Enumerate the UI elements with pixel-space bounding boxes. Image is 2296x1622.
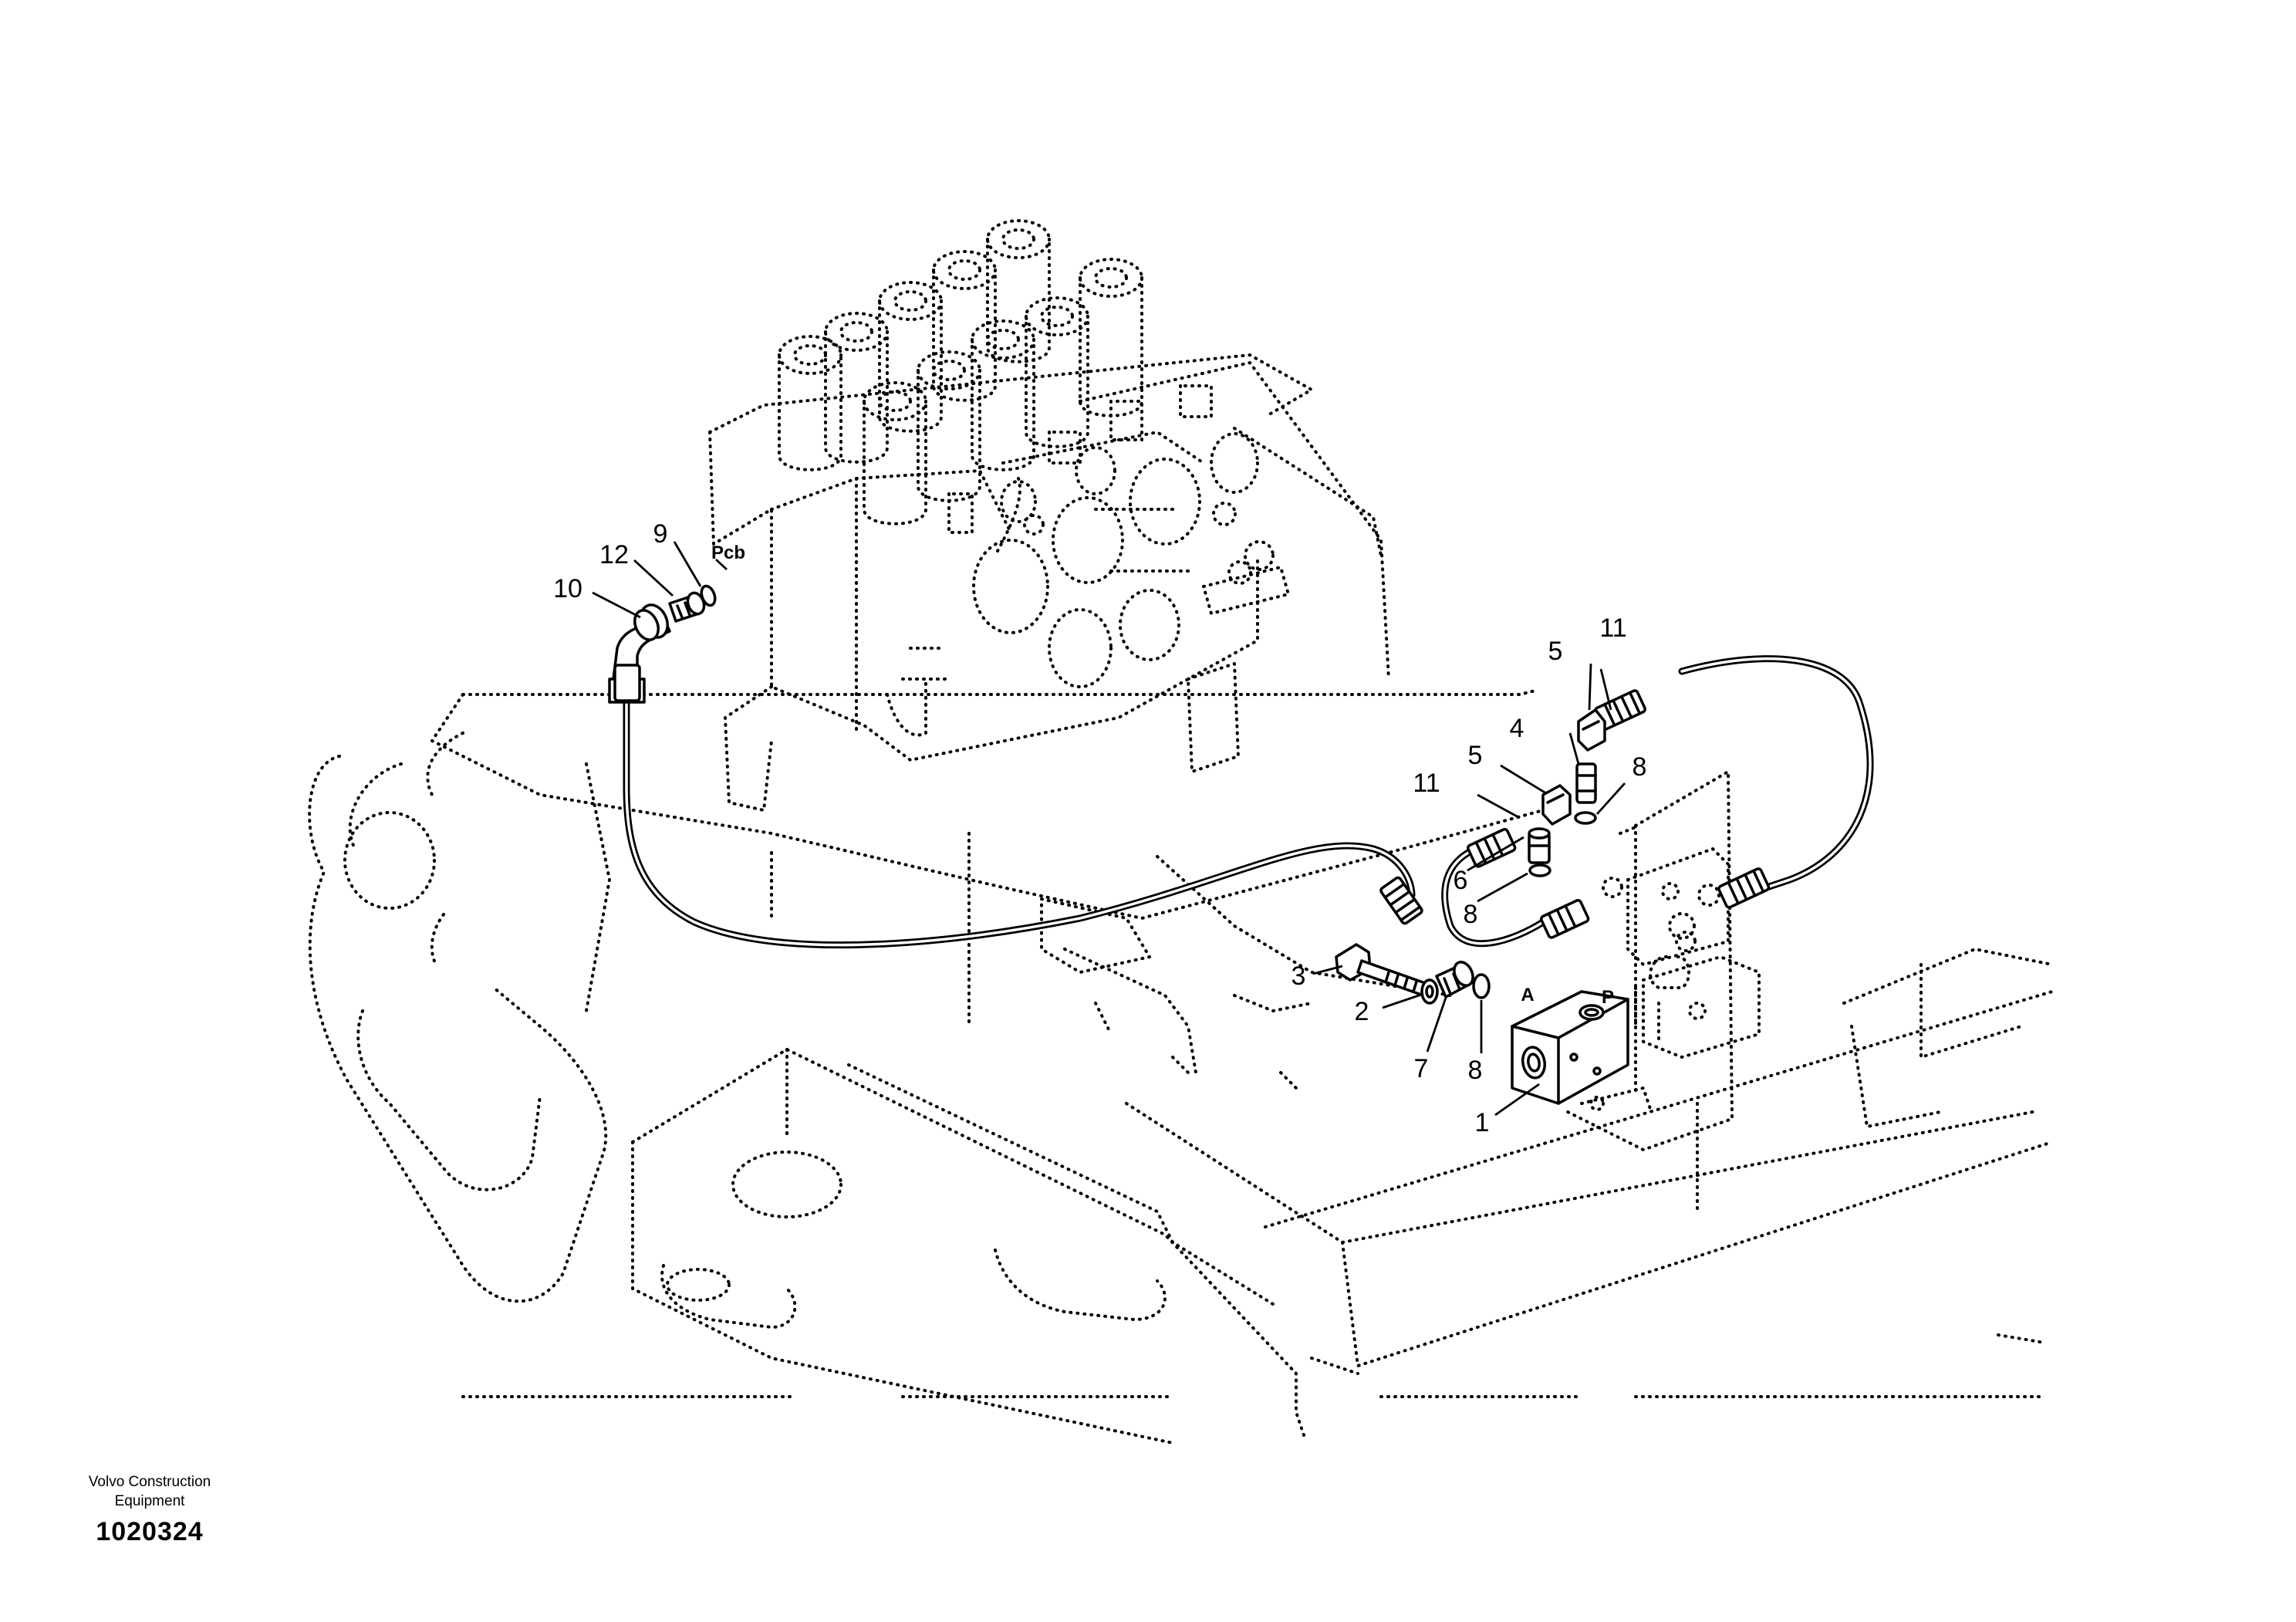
- part-5-elbow-lower: [1541, 784, 1572, 826]
- callout-12: 12: [599, 540, 629, 569]
- boom-bracket-outline: [308, 732, 773, 1303]
- part-7-fitting: [1435, 961, 1474, 999]
- part-2-washer: [1420, 978, 1439, 1005]
- hose-end-fittings: [613, 664, 1771, 939]
- port-label-pcb: Pcb: [711, 542, 745, 563]
- upper-frame-outline: [430, 689, 1545, 1074]
- callout-1: 1: [1475, 1108, 1490, 1137]
- callout-9: 9: [653, 519, 668, 549]
- solenoid-group: [778, 219, 1213, 534]
- callout-11-lower: 11: [1413, 769, 1440, 798]
- part-6-connector: [1528, 827, 1551, 864]
- part-4-connector: [1575, 762, 1597, 804]
- callout-10: 10: [553, 574, 582, 603]
- manufacturer-name-line2: Equipment: [114, 1493, 185, 1509]
- callout-2: 2: [1355, 997, 1369, 1026]
- pilot-hose-loop: [1678, 655, 1874, 899]
- callout-4: 4: [1510, 714, 1524, 743]
- callout-8-upper: 8: [1633, 752, 1647, 782]
- port-label-a: A: [1521, 985, 1534, 1005]
- callout-5-upper: 5: [1548, 637, 1563, 666]
- manufacturer-name-line1: Volvo Construction: [88, 1474, 211, 1490]
- leader-lines: [592, 541, 1626, 1117]
- lower-frame-outline: [461, 508, 2054, 1445]
- port-label-p: P: [1602, 987, 1614, 1008]
- callout-5-lower: 5: [1468, 741, 1483, 770]
- pilot-hose-short: [1441, 837, 1547, 948]
- part-3-bolt: [1335, 943, 1429, 997]
- callout-7: 7: [1414, 1054, 1429, 1083]
- part-8-o-rings: [1472, 811, 1597, 999]
- callout-8-lower: 8: [1468, 1056, 1483, 1085]
- part-12-adapter: [668, 591, 706, 623]
- callout-11-upper: 11: [1599, 613, 1626, 643]
- part-9-o-ring: [700, 584, 717, 607]
- callout-8-middle: 8: [1464, 900, 1478, 929]
- control-valve-outline: [708, 353, 1390, 812]
- callout-labels: 10 12 9 11 5 4 5 8 11 6 8 3 2 7 8 1: [553, 519, 1646, 1137]
- part-5-elbow-upper: [1577, 708, 1606, 752]
- port-labels: Pcb A P: [711, 542, 1614, 1008]
- manufacturer-name: Volvo Construction Equipment: [34, 1472, 265, 1511]
- figure-number: 1020324: [96, 1517, 204, 1546]
- part-1-valve-block: [1511, 990, 1629, 1105]
- callout-6: 6: [1454, 866, 1468, 895]
- callout-3: 3: [1292, 961, 1306, 991]
- pilot-hose-long: [623, 698, 1416, 949]
- mounting-plate-outline: [1565, 770, 1761, 1151]
